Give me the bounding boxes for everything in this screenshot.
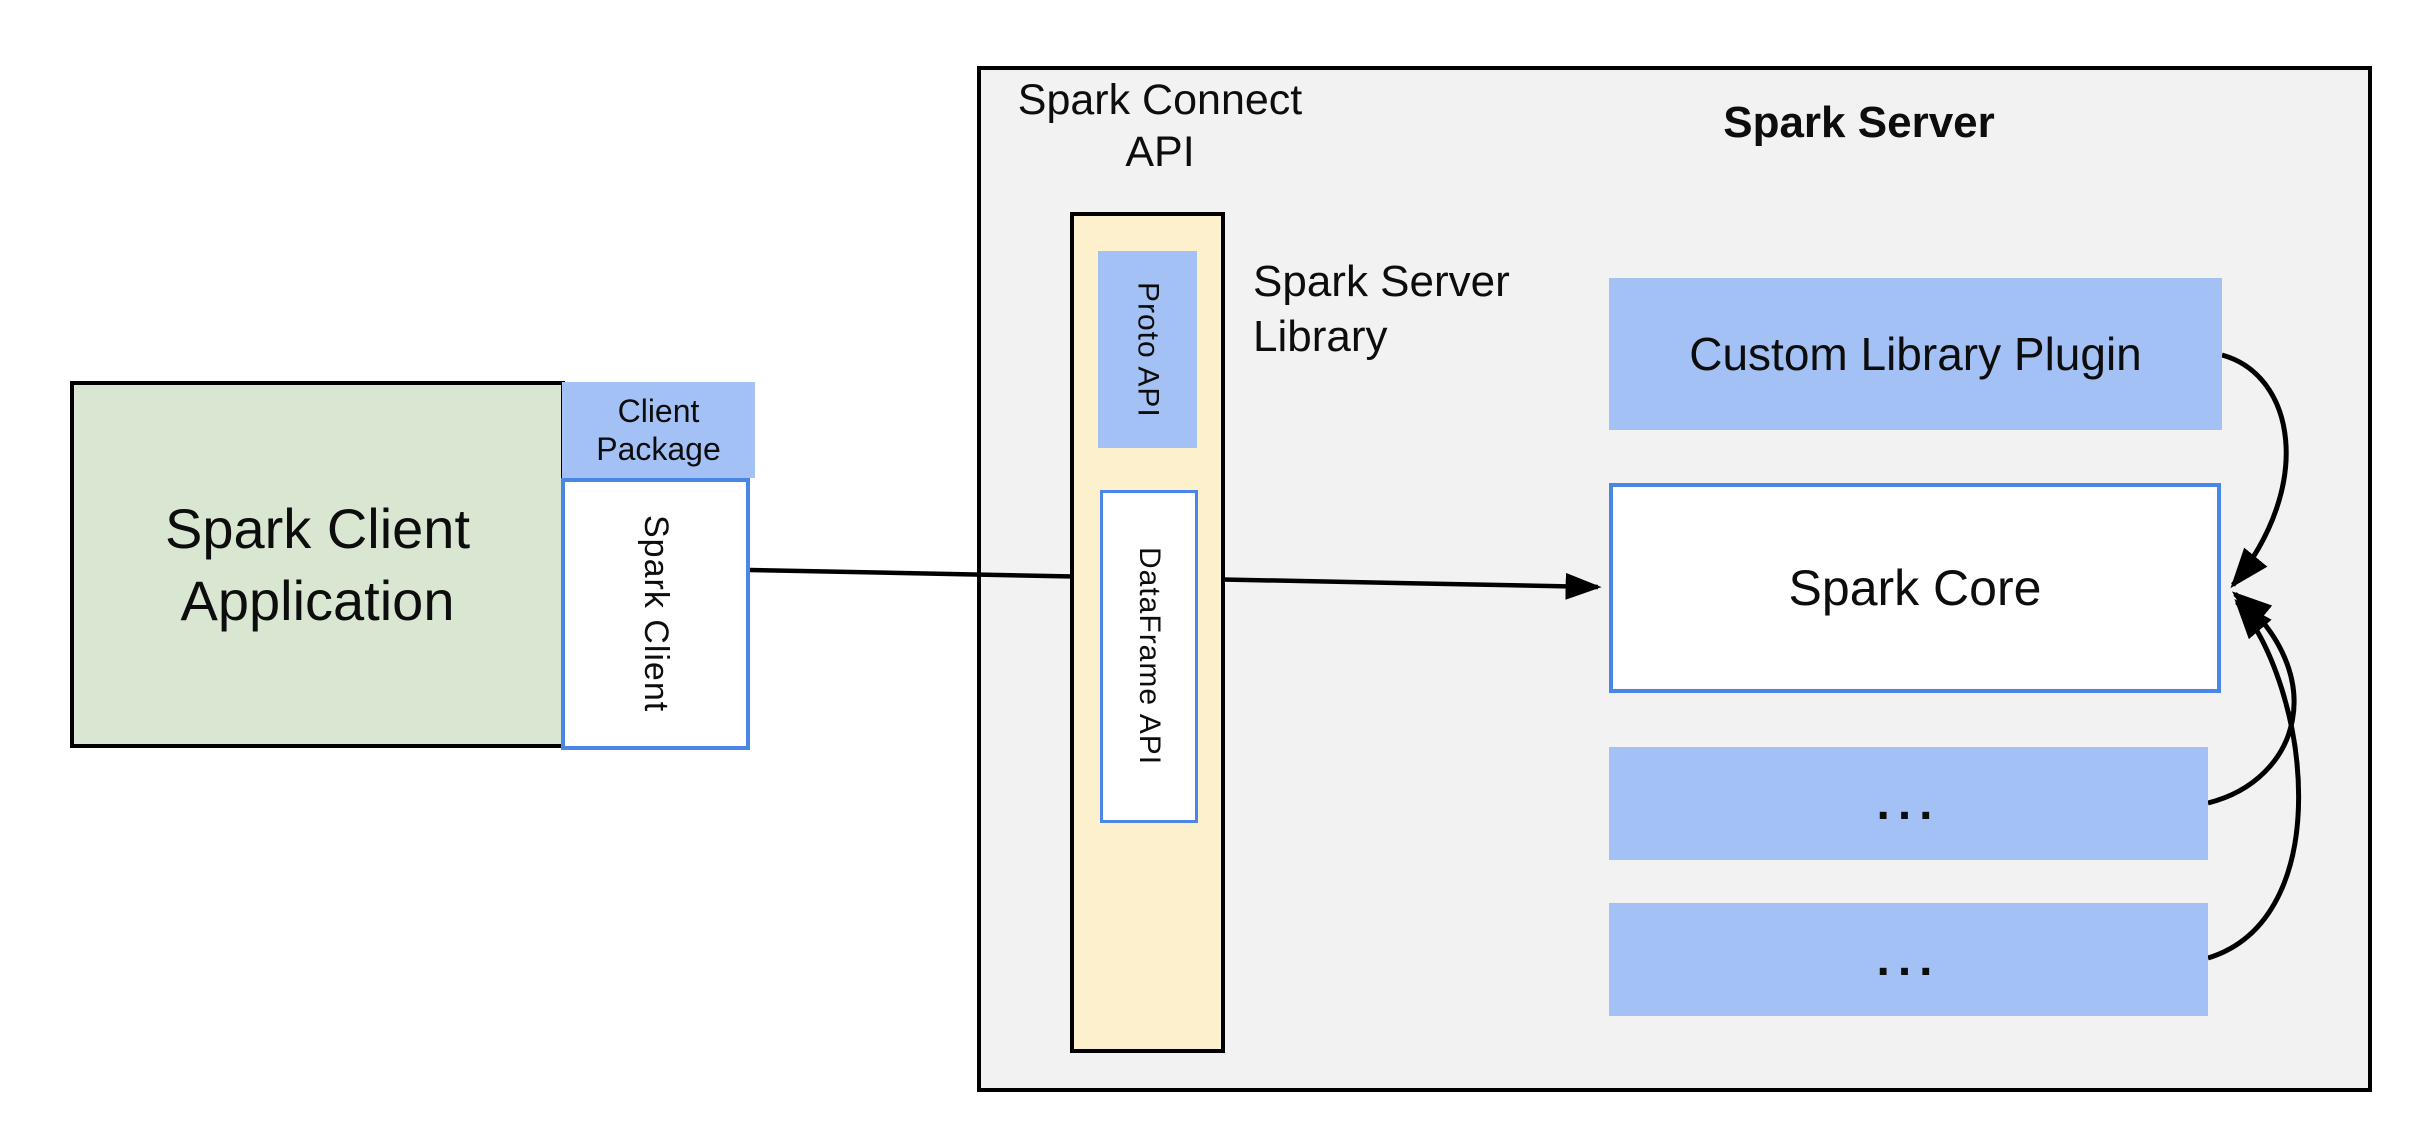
proto-api-label: Proto API [1131,281,1165,418]
spark-client-application-label: Spark Client Application [164,496,471,632]
client-package-label: Client Package [596,393,721,467]
ellipsis-label-1: ... [1876,777,1941,830]
ellipsis2-to-spark-core-arrow [2207,598,2302,961]
dataframe-api-box: DataFrame API [1100,490,1198,823]
spark-core-label: Spark Core [1788,560,2042,616]
plugin-to-spark-core-arrow [2221,352,2289,589]
spark-core-box: Spark Core [1609,483,2221,693]
ellipsis-box-2: ... [1609,903,2208,1016]
spark-server-title: Spark Server [1723,98,1995,147]
ellipsis-label-2: ... [1876,933,1941,986]
custom-library-plugin-label: Custom Library Plugin [1689,328,2142,380]
proto-api-box: Proto API [1098,251,1197,448]
spark-client-label: Spark Client [637,515,675,713]
spark-server-library-label: Spark Server Library [1253,257,1510,361]
spark-client-box: Spark Client [561,478,750,750]
spark-client-application-box: Spark Client Application [70,381,565,748]
dataframe-api-label: DataFrame API [1133,547,1166,766]
client-package-box: Client Package [562,382,755,478]
spark-connect-api-label: Spark Connect API [1017,76,1303,176]
ellipsis-box-1: ... [1609,747,2208,860]
custom-library-plugin-box: Custom Library Plugin [1609,278,2222,430]
